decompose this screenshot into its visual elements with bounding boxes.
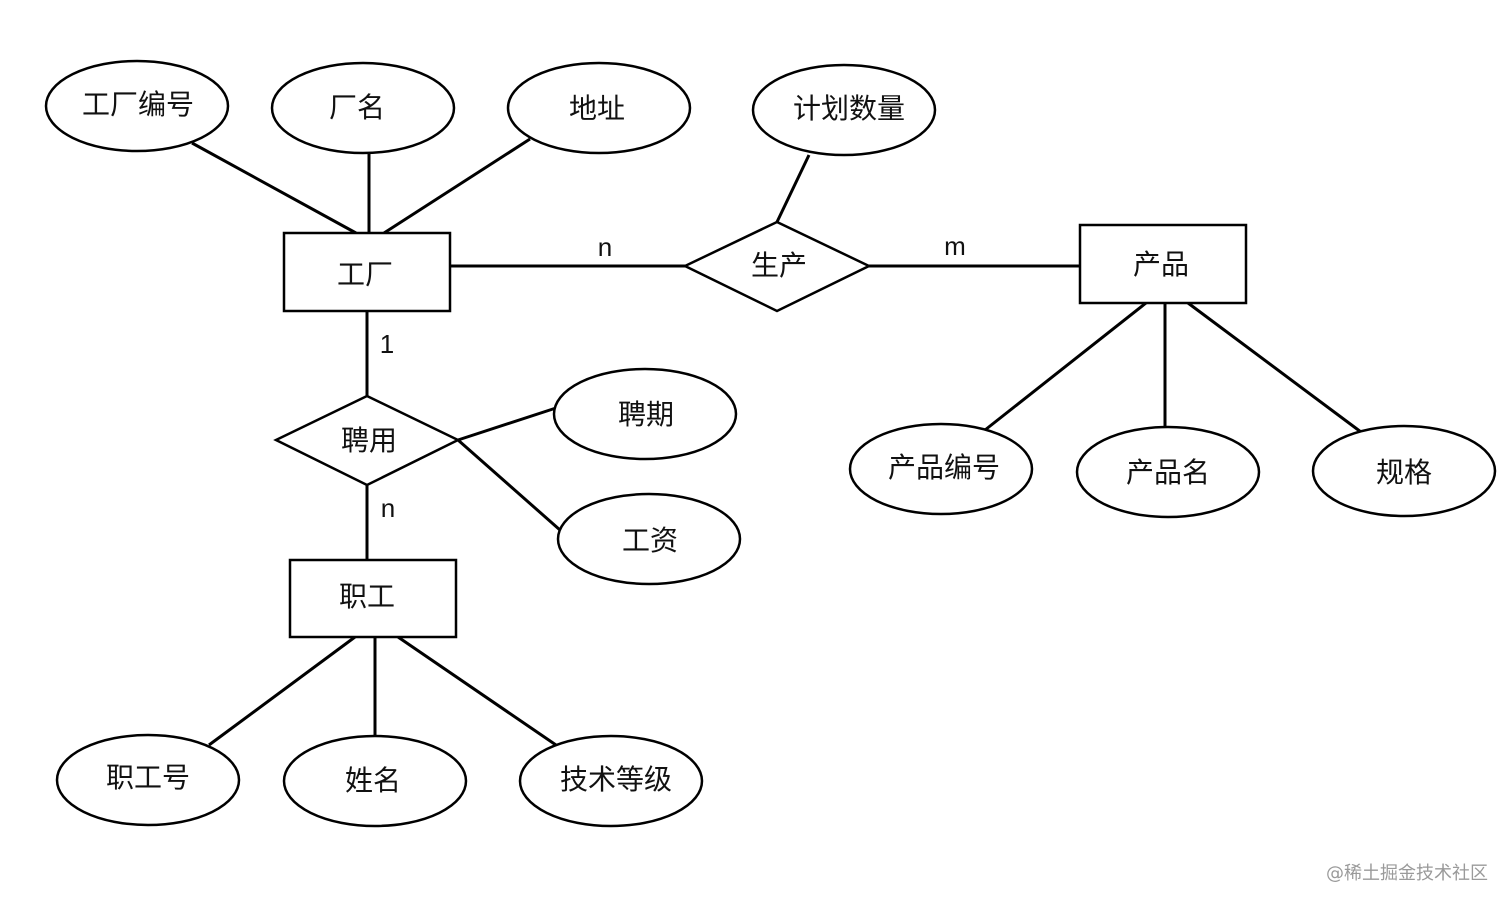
relationship-hire-label: 聘用 [341,424,397,457]
attribute-skill-level-label: 技术等级 [560,763,672,796]
attribute-factory-id[interactable]: 工厂编号 [44,59,230,153]
attribute-factory-name-label: 厂名 [329,91,385,124]
attribute-product-id-label: 产品编号 [888,451,1000,484]
line-address [383,137,531,235]
attribute-address-label: 地址 [569,92,625,125]
connectors [191,137,1362,747]
line-employee-id [208,635,356,747]
line-spec [1187,301,1362,434]
attribute-employee-id[interactable]: 职工号 [55,733,241,827]
attribute-address[interactable]: 地址 [506,61,692,155]
attribute-product-name[interactable]: 产品名 [1075,425,1261,519]
attribute-hire-period[interactable]: 聘期 [552,367,738,461]
attribute-salary-label: 工资 [622,524,678,557]
attribute-salary[interactable]: 工资 [556,492,742,586]
entity-employee[interactable]: 职工 [288,558,458,639]
line-skill-level [397,635,557,747]
entity-product[interactable]: 产品 [1078,223,1248,305]
entity-employee-label: 职工 [339,580,395,613]
attribute-plan-quantity-label: 计划数量 [793,92,905,125]
attribute-product-id[interactable]: 产品编号 [848,422,1034,516]
relationship-hire[interactable]: 聘用 [273,394,461,487]
watermark: @稀土掘金技术社区 [1326,863,1488,884]
attribute-name-label: 姓名 [345,764,401,797]
attribute-employee-id-label: 职工号 [106,761,190,794]
attribute-product-name-label: 产品名 [1126,456,1210,489]
cardinality-factory-produce: n [598,232,612,262]
attribute-skill-level[interactable]: 技术等级 [518,734,704,828]
relationship-produce[interactable]: 生产 [682,220,872,313]
line-salary [457,438,561,532]
attribute-plan-quantity[interactable]: 计划数量 [751,63,937,157]
entity-factory[interactable]: 工厂 [282,231,452,313]
attribute-name[interactable]: 姓名 [282,734,468,828]
line-factory-id [191,141,357,235]
attribute-factory-name[interactable]: 厂名 [270,61,456,155]
entity-product-label: 产品 [1133,248,1189,281]
attribute-hire-period-label: 聘期 [618,398,674,431]
entity-factory-label: 工厂 [337,258,393,291]
cardinality-product-produce: m [944,231,966,261]
relationship-produce-label: 生产 [751,249,807,282]
attribute-factory-id-label: 工厂编号 [82,88,194,121]
attribute-spec[interactable]: 规格 [1311,424,1497,518]
attribute-spec-label: 规格 [1376,456,1432,489]
line-plan-quantity [775,154,811,223]
cardinality-factory-hire: 1 [380,329,394,359]
line-hire-period [457,406,557,442]
cardinality-employee-hire: n [381,493,395,523]
line-product-id [984,301,1147,432]
